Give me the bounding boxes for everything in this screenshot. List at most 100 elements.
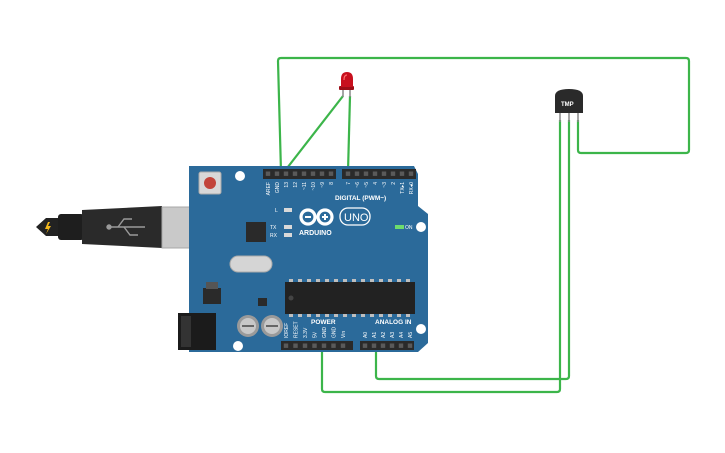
pin-label: RX◂0 <box>409 182 415 194</box>
pin-label: RESET <box>293 321 299 338</box>
pin-socket[interactable] <box>283 171 289 176</box>
pin-socket[interactable] <box>293 343 298 348</box>
pin-label: A5 <box>408 332 414 338</box>
pin-label: A3 <box>390 332 396 338</box>
pin-socket[interactable] <box>362 343 368 348</box>
uno-badge <box>339 207 371 226</box>
pin-label: ~5 <box>364 182 370 188</box>
pin-socket[interactable] <box>398 343 404 348</box>
pin-socket[interactable] <box>321 343 327 348</box>
pin-socket[interactable] <box>331 343 336 348</box>
voltage-regulator <box>203 288 221 304</box>
mount-hole <box>233 341 243 351</box>
pin-label: 7 <box>346 182 352 185</box>
analog-header-label: ANALOG IN <box>375 319 412 326</box>
pin-socket[interactable] <box>372 171 378 176</box>
pin-socket[interactable] <box>265 171 271 176</box>
pin-socket[interactable] <box>345 171 351 176</box>
usb-symbol-icon <box>106 218 145 236</box>
pin-label: A2 <box>381 332 387 338</box>
wire-led-cathode[interactable] <box>283 95 344 173</box>
pin-label: A0 <box>363 332 369 338</box>
pin-label: GND <box>275 182 281 194</box>
tmp36-sensor[interactable]: TMP <box>555 89 583 122</box>
pin-label: 12 <box>293 182 299 188</box>
pin-socket[interactable] <box>328 171 334 176</box>
wires <box>276 56 691 394</box>
pin-socket[interactable] <box>381 171 387 176</box>
pin-socket[interactable] <box>319 171 325 176</box>
pin-socket[interactable] <box>390 171 396 176</box>
on-label: ON <box>405 225 413 231</box>
pin-socket[interactable] <box>302 343 308 348</box>
lightning-icon <box>45 222 51 234</box>
led-rx-label: RX <box>270 233 278 239</box>
pin-socket[interactable] <box>283 343 289 348</box>
pin-label: IOREF <box>284 323 290 338</box>
digital-header-left <box>263 169 336 179</box>
pin-label: ~10 <box>311 182 317 191</box>
arduino-uno-board[interactable]: L TX RX ON ARDUINO UNO DIGITAL (PWM~) PO… <box>178 166 428 352</box>
digital-header-right <box>342 169 416 179</box>
pin-socket[interactable] <box>274 171 280 176</box>
pin-label: 8 <box>329 182 335 185</box>
pin-label: 4 <box>373 182 379 185</box>
pin-label: TX▸1 <box>400 182 406 194</box>
red-led[interactable] <box>339 72 354 97</box>
pin-socket[interactable] <box>312 343 317 348</box>
led-l-label: L <box>275 208 278 214</box>
pin-label: ~9 <box>320 182 326 188</box>
pin-label: A4 <box>399 332 405 338</box>
pin-label: GND <box>322 327 328 339</box>
led-l-indicator <box>284 208 292 212</box>
pin-socket[interactable] <box>371 343 377 348</box>
wire-gnd-loop[interactable] <box>276 56 691 173</box>
pin-socket[interactable] <box>389 343 395 348</box>
power-header <box>281 341 353 350</box>
capacitor <box>261 315 283 337</box>
wire-led-anode[interactable] <box>346 95 352 173</box>
pin-socket[interactable] <box>407 343 413 348</box>
mount-hole <box>235 171 245 181</box>
pin-socket[interactable] <box>292 171 298 176</box>
pin-label: 2 <box>391 182 397 185</box>
analog-header <box>360 341 414 350</box>
pin-socket[interactable] <box>380 343 386 348</box>
pin-socket[interactable] <box>310 171 316 176</box>
sensor-body <box>555 89 583 113</box>
small-transistor <box>258 298 267 306</box>
mount-hole <box>416 324 426 334</box>
usb-cable-strain <box>58 214 84 240</box>
atmega-chip <box>285 279 415 317</box>
pin-label: Vin <box>341 331 347 338</box>
pin-label: ~3 <box>382 182 388 188</box>
crystal-oscillator <box>229 255 273 273</box>
led-dome <box>341 72 353 87</box>
mount-hole <box>416 222 426 232</box>
power-jack[interactable] <box>178 313 216 350</box>
pin-socket[interactable] <box>354 171 360 176</box>
wire-5v[interactable] <box>320 120 562 394</box>
wire-a0[interactable] <box>374 120 571 381</box>
pin-socket[interactable] <box>408 171 414 176</box>
pin-socket[interactable] <box>363 171 369 176</box>
regulator-tab <box>206 282 218 289</box>
pin-label: ~11 <box>302 182 308 190</box>
led-tx-label: TX <box>270 225 277 231</box>
reset-button[interactable] <box>198 171 222 195</box>
sensor-label: TMP <box>561 102 574 108</box>
led-tx-indicator <box>284 225 292 229</box>
pin-socket[interactable] <box>399 171 405 176</box>
led-rx-indicator <box>284 233 292 237</box>
led-highlight <box>343 74 348 81</box>
pin-socket[interactable] <box>340 343 346 348</box>
digital-header-label: DIGITAL (PWM~) <box>335 195 386 202</box>
capacitor <box>237 315 259 337</box>
pin-label: ~6 <box>355 182 361 188</box>
brand-label: ARDUINO <box>299 230 332 237</box>
pin-socket[interactable] <box>301 171 307 176</box>
